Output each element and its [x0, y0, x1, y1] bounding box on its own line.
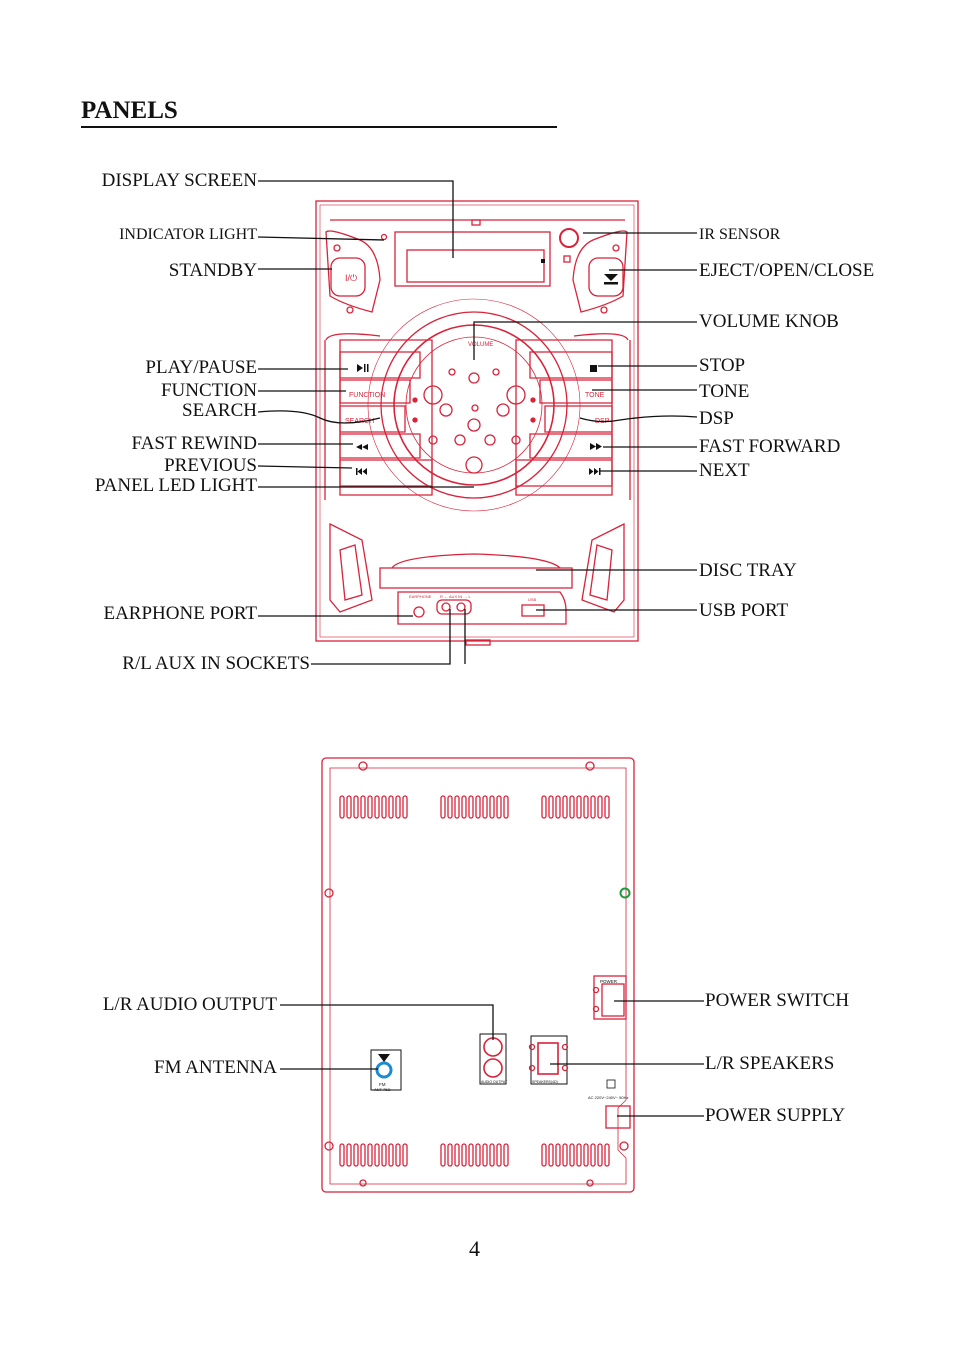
- label-function: FUNCTION: [160, 380, 257, 401]
- ir-mark-icon: [541, 259, 545, 263]
- earphone-text: EARPHONE: [409, 594, 432, 599]
- label-fast-forward: FAST FORWARD: [699, 436, 841, 457]
- standby-btn-text: I/⏻: [345, 273, 357, 283]
- eject-icon: [604, 274, 618, 281]
- rear-panel-drawing: [321, 757, 635, 1193]
- aux-socket-plate: [436, 599, 472, 615]
- usb-text: USB: [528, 597, 537, 602]
- label-dsp: DSP: [699, 408, 734, 429]
- fm-antenna-socket: [375, 1061, 393, 1079]
- fm-antenna-block: [370, 1049, 402, 1091]
- page-number: 4: [469, 1236, 480, 1261]
- speaker-terminal-block: [530, 1035, 568, 1085]
- label-search: SEARCH: [182, 400, 257, 421]
- label-rl-aux-in: R/L AUX IN SOCKETS: [122, 653, 310, 674]
- screw-green: [619, 887, 631, 899]
- front-button-icons: [356, 259, 602, 475]
- rear-panel-outline: [321, 757, 635, 1193]
- label-stop: STOP: [699, 355, 746, 376]
- label-tone: TONE: [699, 381, 750, 402]
- front-panel-outline: [315, 200, 639, 642]
- label-usb-port: USB PORT: [699, 600, 789, 621]
- ac-device-text: AC 220V~240V~ 50Hz: [588, 1095, 628, 1100]
- antenna-icon: [378, 1054, 390, 1062]
- label-earphone-port: EARPHONE PORT: [103, 603, 257, 624]
- speaker-ring-outer: [380, 311, 568, 499]
- label-power-switch: POWER SWITCH: [705, 990, 850, 1011]
- indicator-light: [380, 233, 388, 241]
- fast-forward-icon: [590, 443, 602, 450]
- label-power-supply: POWER SUPPLY: [705, 1105, 846, 1126]
- speakers-device-text: SPEAKERS(4Ω): [532, 1080, 558, 1084]
- standby-button: [330, 257, 366, 297]
- label-eject: EJECT/OPEN/CLOSE: [699, 260, 875, 281]
- left-vent: [329, 522, 373, 613]
- power-switch: [601, 983, 625, 1017]
- label-fast-rewind: FAST REWIND: [131, 433, 257, 454]
- stop-icon: [590, 365, 597, 372]
- vent-slots: [339, 795, 610, 1167]
- rewind-icon: [356, 444, 368, 450]
- label-display-screen: DISPLAY SCREEN: [101, 170, 257, 191]
- audio-output-l: [483, 1058, 503, 1078]
- label-disc-tray: DISC TRAY: [699, 560, 797, 581]
- page-title: PANELS: [81, 97, 178, 124]
- label-next: NEXT: [699, 460, 750, 481]
- label-previous: PREVIOUS: [164, 455, 257, 476]
- aux-text: R ← AUX IN → L: [440, 594, 471, 599]
- audio-output-device-text: AUDIO OUTPUT: [481, 1080, 508, 1084]
- play-pause-icon: [357, 364, 363, 372]
- volume-text: VOLUME: [468, 342, 493, 348]
- callout-leaders: [257, 180, 704, 1117]
- next-icon: [589, 468, 599, 475]
- front-io-plate: [397, 591, 567, 625]
- ir-sensor-window: [559, 228, 579, 248]
- ant-device-text: ANT 75Ω: [374, 1087, 390, 1092]
- label-panel-led-light: PANEL LED LIGHT: [94, 475, 257, 496]
- tone-btn-text: TONE: [585, 392, 605, 399]
- label-fm-antenna: FM ANTENNA: [154, 1057, 277, 1078]
- eject-wing: [572, 230, 628, 313]
- audio-output-r: [483, 1037, 503, 1057]
- right-vent: [581, 522, 625, 613]
- eject-button: [588, 257, 624, 297]
- label-ir-sensor: IR SENSOR: [699, 226, 781, 243]
- right-control-block: [515, 339, 613, 496]
- previous-icon: [357, 468, 367, 475]
- label-audio-output: L/R AUDIO OUTPUT: [102, 994, 277, 1015]
- label-play-pause: PLAY/PAUSE: [145, 357, 257, 378]
- power-switch-plate: [593, 975, 627, 1020]
- title-underline: [81, 126, 557, 128]
- function-btn-text: FUNCTION: [349, 392, 385, 399]
- power-device-text: POWER: [600, 979, 618, 984]
- label-volume-knob: VOLUME KNOB: [699, 311, 839, 332]
- power-supply-socket: [605, 1105, 631, 1129]
- disc-tray-slot: [379, 567, 573, 589]
- label-standby: STANDBY: [168, 260, 257, 281]
- earphone-jack: [413, 606, 425, 618]
- fm-device-text: FM: [379, 1082, 386, 1087]
- label-speakers: L/R SPEAKERS: [705, 1053, 835, 1074]
- label-indicator-light: INDICATOR LIGHT: [119, 226, 257, 243]
- standby-wing: [325, 230, 381, 313]
